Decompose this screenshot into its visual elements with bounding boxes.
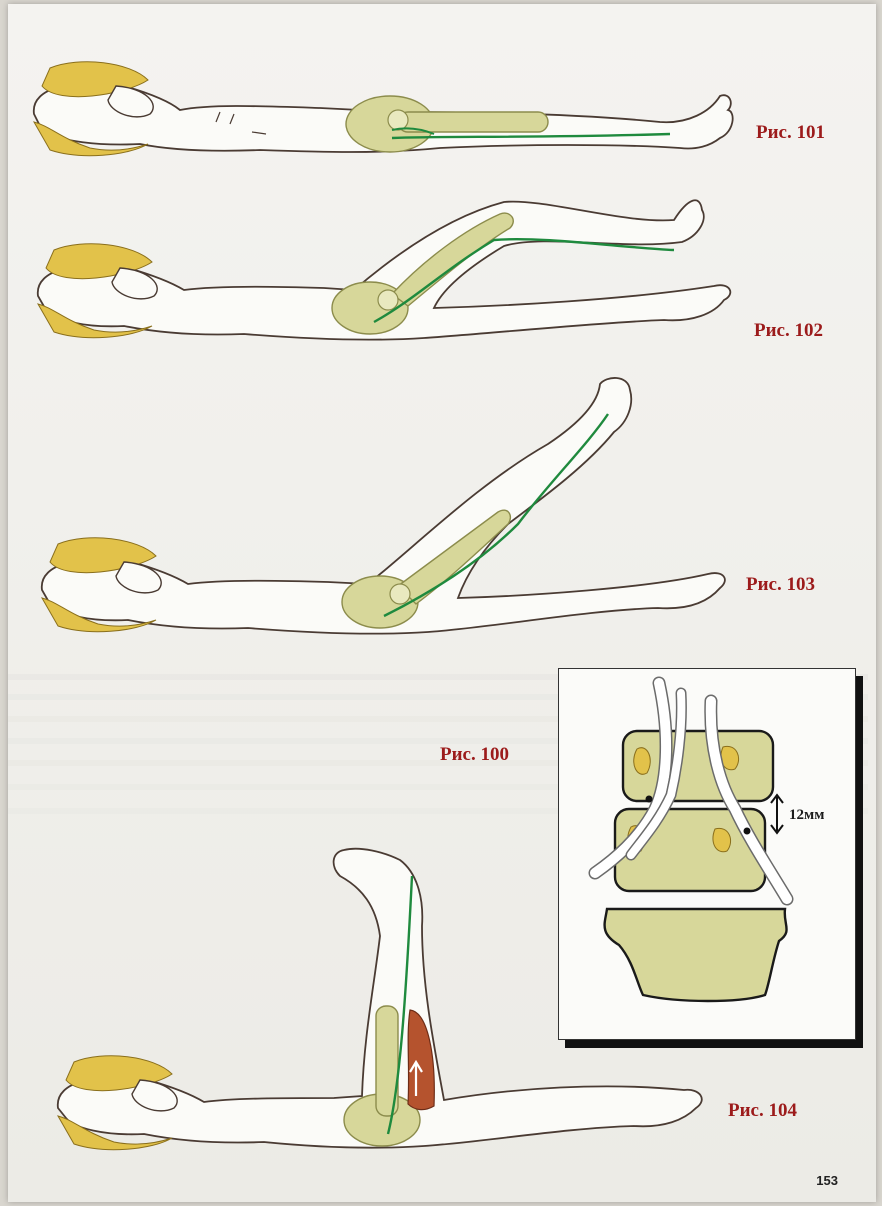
figure-104-label: Рис. 104 (728, 1100, 797, 1122)
figure-104-illustration (44, 836, 724, 1166)
figure-102-label: Рис. 102 (754, 320, 823, 342)
figure-100-label: Рис. 100 (440, 744, 509, 766)
page-number: 153 (816, 1173, 838, 1188)
figure-103-illustration (28, 374, 748, 654)
dimension-label: 12мм (789, 807, 824, 824)
figure-101-label: Рис. 101 (756, 122, 825, 144)
figure-103-label: Рис. 103 (746, 574, 815, 596)
figure-102-illustration (24, 190, 744, 356)
book-page: Рис. 101 Рис. 102 Рис. 103 Рис. 100 (8, 4, 876, 1202)
figure-101-illustration (20, 52, 740, 172)
